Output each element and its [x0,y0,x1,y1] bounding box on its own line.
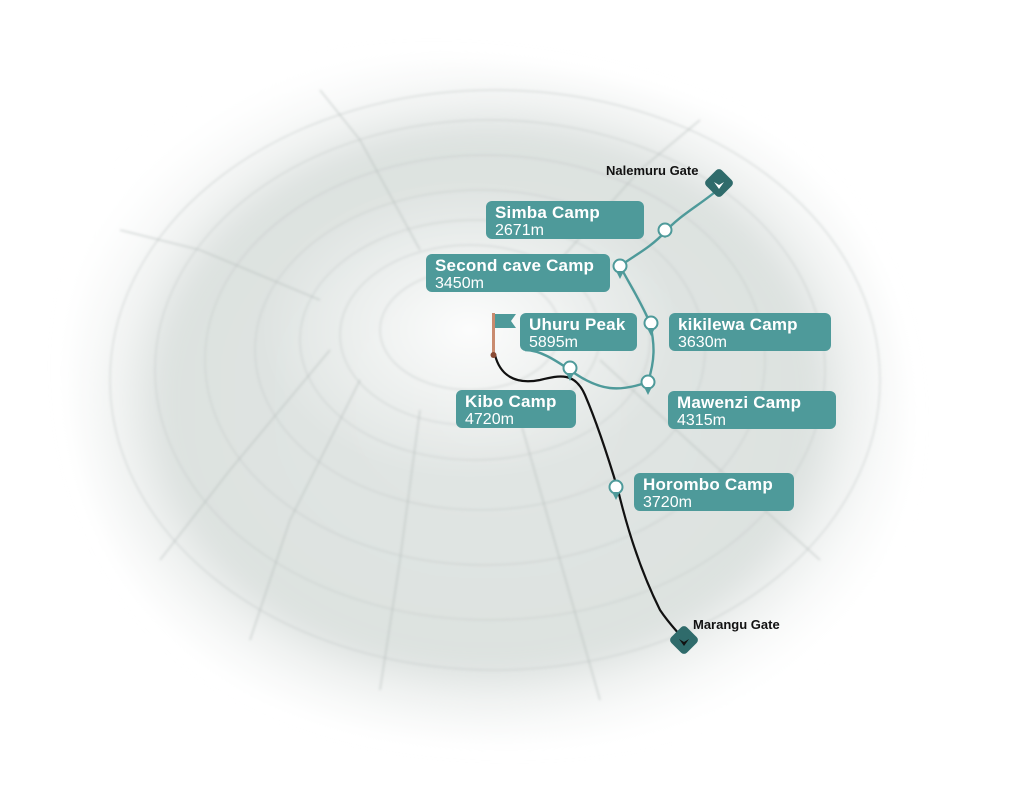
ridge-lines [119,89,821,701]
camp-elevation: 5895m [529,333,578,351]
camp-label-horombo: Horombo Camp 3720m [634,473,794,511]
camp-name: Second cave Camp [435,256,595,275]
camp-elevation: 2671m [495,221,544,239]
camp-name: Uhuru Peak [529,315,626,334]
camp-label-kikilewa: kikilewa Camp 3630m [669,313,831,351]
camp-label-uhuru: Uhuru Peak 5895m [520,313,637,351]
camp-name: kikilewa Camp [678,315,798,334]
camp-elevation: 3450m [435,274,484,292]
summit-flag-icon [490,313,516,358]
camp-name: Mawenzi Camp [677,393,802,412]
camp-elevation: 4315m [677,411,726,429]
pin-second-cave-icon [612,258,628,279]
camp-label-mawenzi: Mawenzi Camp 4315m [668,391,836,429]
pin-horombo-icon [608,479,624,500]
camp-label-second-cave: Second cave Camp 3450m [426,254,610,292]
camp-elevation: 4720m [465,410,514,428]
pin-kibo-icon [562,360,578,381]
gate-start-icon [705,169,733,197]
pin-simba-icon [657,222,673,238]
camp-name: Kibo Camp [465,392,557,411]
camp-label-kibo: Kibo Camp 4720m [456,390,576,428]
camp-elevation: 3720m [643,493,692,511]
pin-kikilewa-icon [643,315,659,336]
gate-label-nalemuru: Nalemuru Gate [606,163,699,178]
camp-name: Simba Camp [495,203,600,222]
descent-route [493,354,685,641]
pin-mawenzi-icon [640,374,656,395]
camp-label-simba: Simba Camp 2671m [486,201,644,239]
camp-elevation: 3630m [678,333,727,351]
gate-end-icon [670,626,698,654]
camp-name: Horombo Camp [643,475,773,494]
gate-label-marangu: Marangu Gate [693,617,780,632]
